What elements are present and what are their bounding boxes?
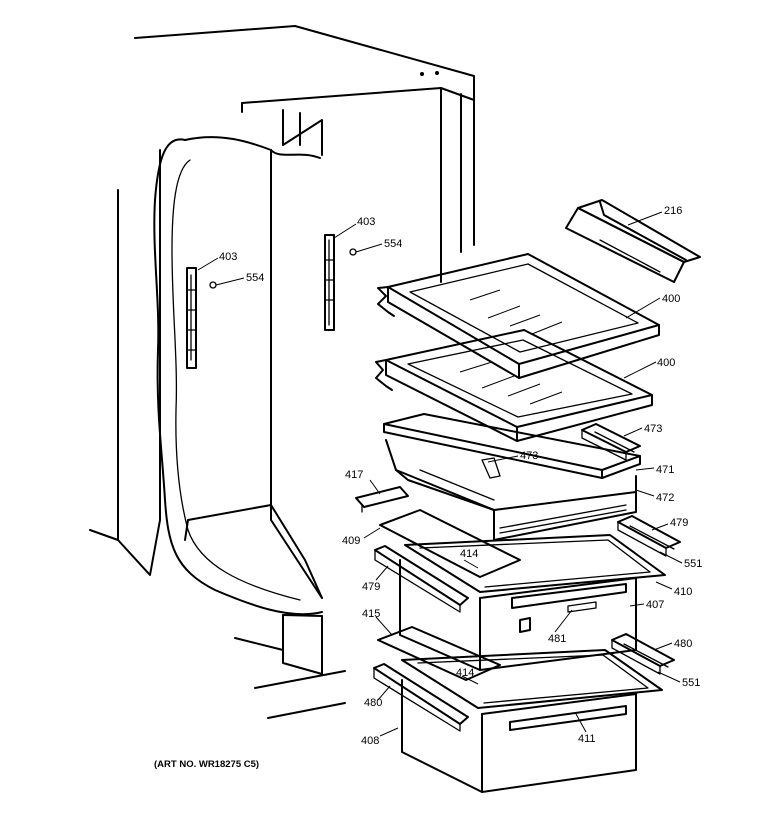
glass-cover-409 [379,509,521,578]
callout-400-upper: 400 [662,293,680,305]
callout-554-left: 554 [246,272,264,284]
callout-471: 471 [656,464,674,476]
slide-rail-479-left [374,545,469,613]
callout-417: 417 [345,469,363,481]
dairy-bin-216 [565,199,701,283]
pan-cover-471 [383,413,641,479]
callout-408: 408 [361,735,379,747]
callout-480-right: 480 [674,638,692,650]
callout-414-lower: 414 [456,667,474,679]
callout-554-right: 554 [384,238,402,250]
shelf-support-rail-right [324,234,357,331]
callout-472: 472 [656,492,674,504]
cabinet [89,25,475,719]
callout-473-cover: 473 [520,450,538,462]
slide-rail-479-right [617,515,681,557]
shelf-support-rail-left [186,267,217,369]
callout-551-lower: 551 [682,677,700,689]
callout-labels: 216 400 400 403 554 403 554 473 473 471 … [219,205,702,747]
callout-415: 415 [362,608,380,620]
callout-473-rail: 473 [644,423,662,435]
callout-480-left: 480 [364,697,382,709]
callout-403-right: 403 [357,216,375,228]
callout-479-left: 479 [362,581,380,593]
leader-lines [197,211,683,737]
callout-551-upper: 551 [684,558,702,570]
slide-rail-480-left [373,663,469,732]
callout-409: 409 [342,535,360,547]
callout-216: 216 [664,205,682,217]
callout-410: 410 [674,586,692,598]
drawer-frame-410 [404,534,666,593]
slide-rail-480-right [611,633,675,675]
callout-481: 481 [548,633,566,645]
glass-shelf-400-upper [377,253,660,379]
callout-411: 411 [578,733,596,745]
callout-414-upper: 414 [460,548,478,560]
callout-403-left: 403 [219,251,237,263]
crisper-drawer-408 [401,679,637,793]
art-number: (ART NO. WR18275 C5) [154,759,259,770]
glass-shelf-400-lower [375,329,653,442]
callout-400-lower: 400 [657,357,675,369]
callout-407: 407 [646,599,664,611]
crisper-drawer-407 [399,559,637,671]
callout-479-right: 479 [670,517,688,529]
glass-cover-415 [377,626,501,681]
drawer-frame-lower [401,649,663,709]
slide-417 [355,486,409,513]
meat-pan-472 [385,439,637,541]
